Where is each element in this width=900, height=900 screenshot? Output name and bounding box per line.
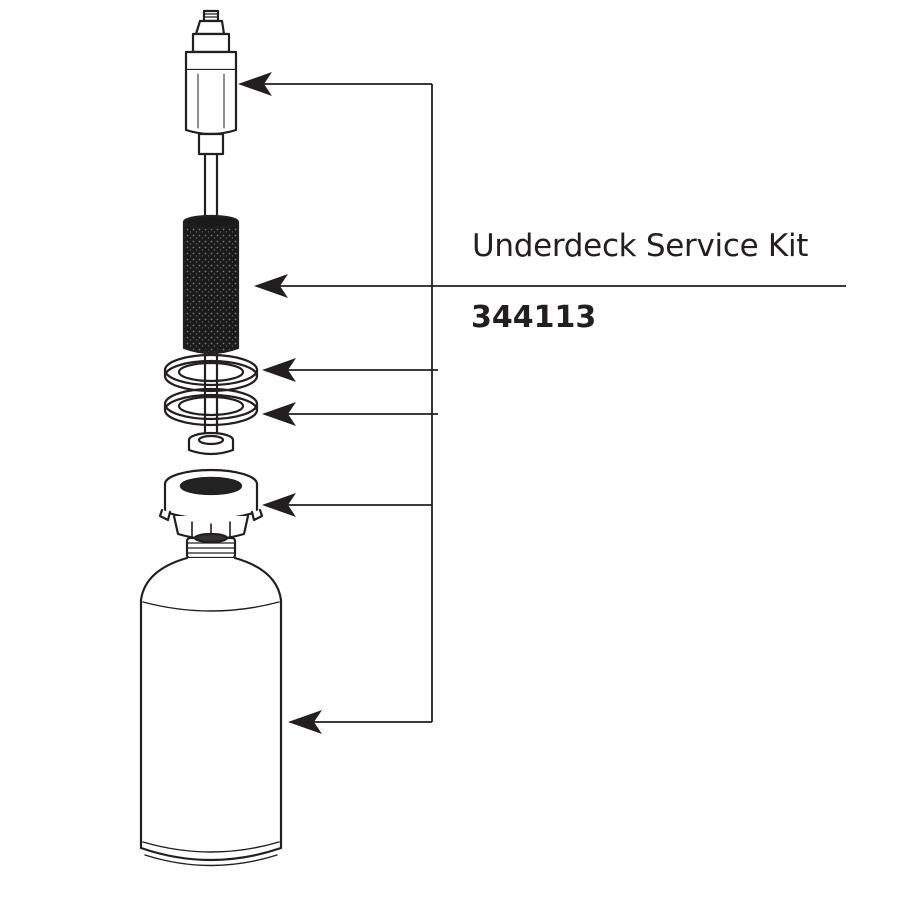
mounting-nut-icon [158,468,264,542]
part-number: 344113 [471,300,597,335]
arrow-foam-sleeve [254,274,288,298]
small-bushing-icon [187,431,235,456]
arrow-pump-head [238,72,272,96]
lower-washer-icon [163,387,259,427]
foam-sleeve-icon [182,214,240,442]
arrow-upper-washer [262,358,296,382]
soap-bottle-icon [139,532,283,867]
kit-title: Underdeck Service Kit [472,228,809,264]
callout-lines [262,83,846,723]
arrow-soap-bottle [288,710,322,734]
upper-washer-icon [163,353,259,393]
pump-head-icon [184,9,238,220]
arrow-lower-washer [262,402,296,426]
arrowheads [238,72,322,734]
arrow-mounting-nut [262,493,296,517]
